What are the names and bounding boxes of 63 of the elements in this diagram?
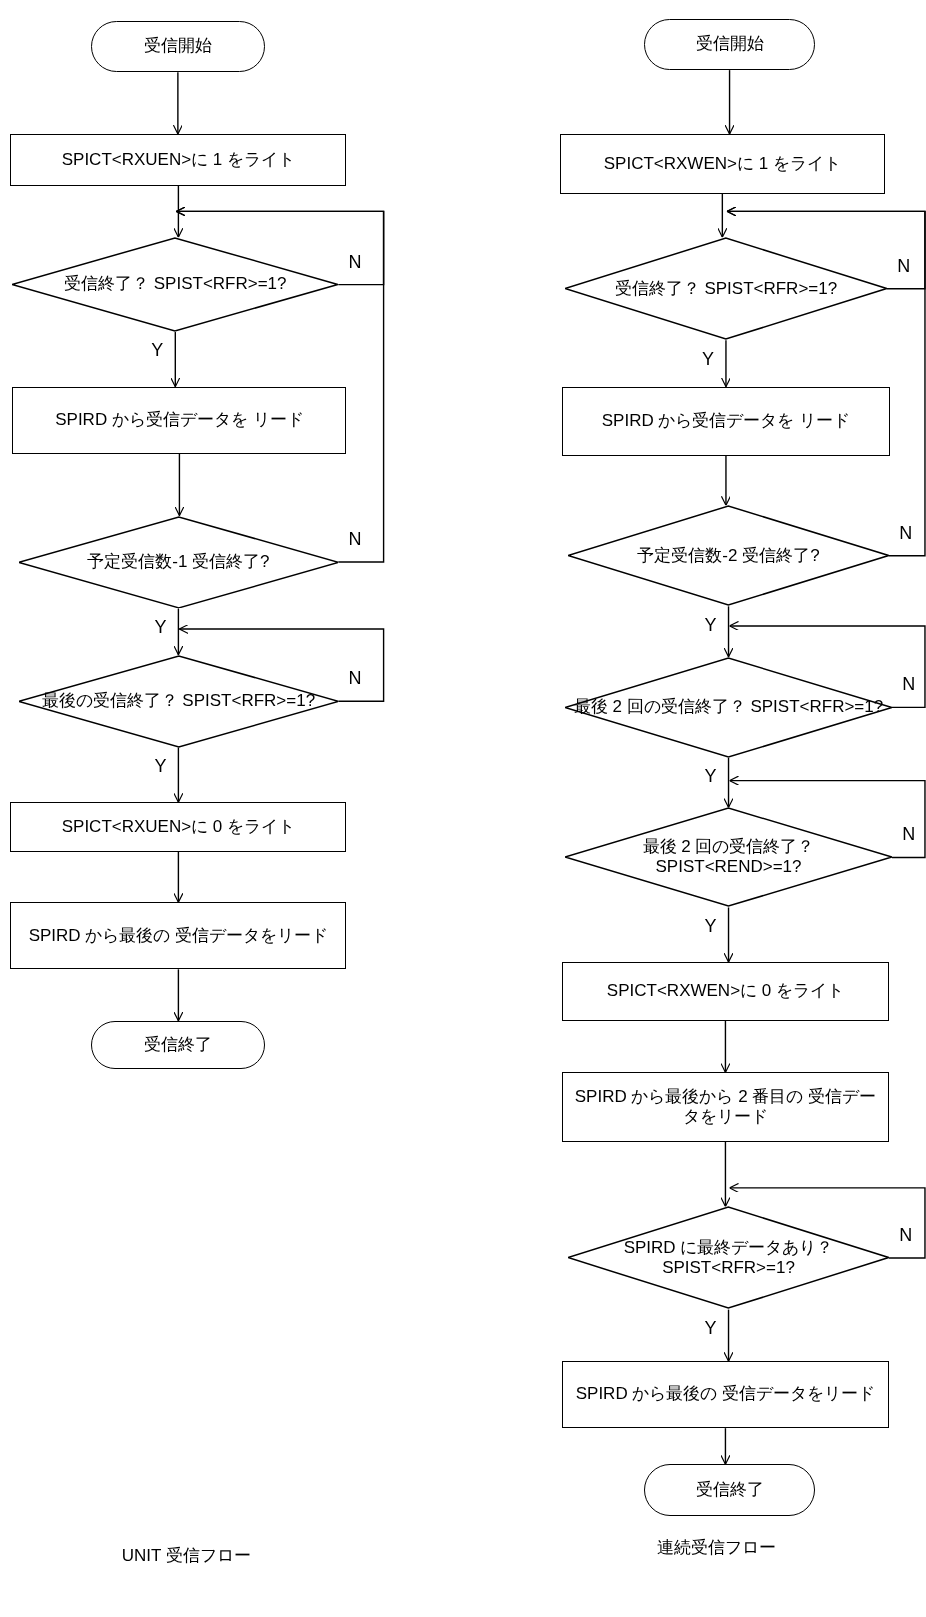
flow-caption: 連続受信フロー	[656, 1537, 776, 1560]
arrow	[720, 1020, 731, 1074]
arrow	[717, 193, 728, 238]
decision-diamond: 最後 2 回の受信終了？ SPIST<REND>=1?	[565, 807, 892, 908]
edge-label: Y	[704, 614, 717, 636]
edge-label: Y	[154, 616, 167, 638]
edge-label: Y	[704, 915, 717, 937]
arrow	[173, 968, 184, 1022]
edge-label: N	[899, 1225, 913, 1247]
edge-label: Y	[151, 340, 164, 362]
arrow	[723, 757, 734, 809]
decision-diamond: 予定受信数-2 受信終了?	[568, 505, 889, 607]
process-box: SPICT<RXUEN>に 1 をライト	[10, 134, 347, 186]
edge-label: N	[897, 255, 911, 277]
process-box: SPIRD から最後から 2 番目の 受信データをリード	[562, 1072, 889, 1142]
edge-label: Y	[704, 1317, 717, 1339]
edge-label: N	[902, 824, 916, 846]
arrow	[720, 1140, 731, 1208]
edge-label: Y	[704, 766, 717, 788]
edge-label: N	[348, 251, 362, 273]
arrow	[728, 775, 926, 859]
terminal-box: 受信終了	[644, 1464, 815, 1516]
arrow	[723, 1308, 734, 1362]
process-box: SPIRD から受信データを リード	[562, 386, 890, 456]
arrow	[720, 455, 732, 506]
edge-label: N	[348, 529, 362, 550]
arrow	[723, 906, 734, 963]
edge-label: N	[902, 674, 916, 696]
decision-diamond: 予定受信数-1 受信終了?	[18, 515, 339, 609]
arrow	[173, 746, 184, 803]
edge-label: N	[348, 668, 362, 690]
arrow	[720, 339, 732, 388]
arrow	[172, 71, 183, 135]
terminal-box: 受信開始	[644, 18, 815, 71]
process-box: SPICT<RXWEN>に 0 をライト	[562, 962, 889, 1021]
decision-diamond: 最後の受信終了？ SPIST<RFR>=1?	[18, 654, 339, 748]
arrow	[723, 605, 734, 658]
arrow	[178, 623, 385, 702]
decision-diamond: 受信終了？ SPIST<RFR>=1?	[565, 237, 887, 341]
edge-label: Y	[154, 755, 167, 777]
flow-caption: UNIT 受信フロー	[121, 1544, 251, 1567]
arrow	[724, 69, 735, 135]
arrow	[173, 607, 184, 656]
process-box: SPIRD から最後の 受信データをリード	[562, 1361, 889, 1429]
arrow	[173, 184, 184, 238]
process-box: SPIRD から最後の 受信データをリード	[10, 902, 347, 970]
arrow	[174, 453, 185, 517]
terminal-box: 受信終了	[90, 1020, 265, 1070]
arrow	[720, 1427, 731, 1465]
decision-diamond: 受信終了？ SPIST<RFR>=1?	[12, 237, 339, 332]
edge-label: Y	[701, 348, 714, 370]
process-box: SPICT<RXWEN>に 1 をライト	[559, 134, 885, 194]
terminal-box: 受信開始	[90, 20, 265, 73]
arrow	[173, 851, 184, 903]
edge-label: N	[899, 522, 913, 544]
arrow	[726, 206, 926, 557]
arrow	[728, 620, 926, 709]
process-box: SPIRD から受信データを リード	[12, 386, 347, 454]
decision-diamond: SPIRD に最終データあり？ SPIST<RFR>=1?	[568, 1206, 889, 1310]
arrow	[170, 331, 181, 388]
arrow	[175, 206, 385, 563]
process-box: SPICT<RXUEN>に 0 をライト	[10, 802, 347, 852]
arrow	[728, 1182, 926, 1259]
